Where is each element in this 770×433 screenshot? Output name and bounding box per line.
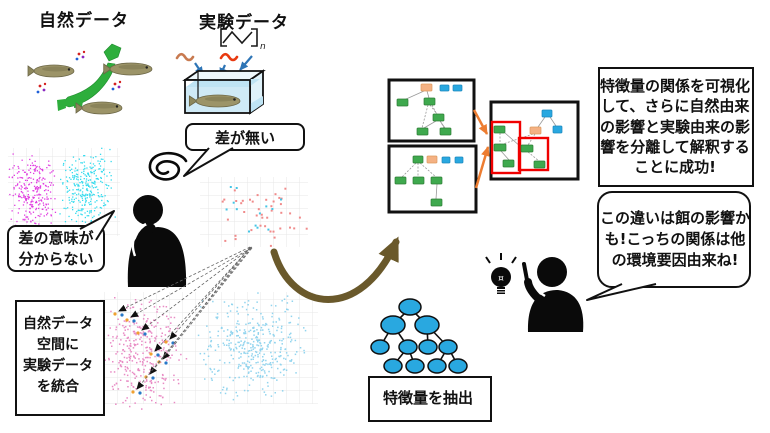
thinking-person-icon	[127, 195, 187, 287]
projection-dashed-arrows	[113, 246, 253, 395]
polymer-subscript: n	[260, 42, 266, 52]
tree-box-experiment	[387, 144, 478, 214]
natural-data-title: 自然データ	[39, 11, 129, 31]
success-box	[598, 67, 754, 187]
scatter-middle-red	[221, 187, 308, 247]
tree-box-natural	[387, 78, 476, 143]
insight-text: この違いは餌の影響かも!こっちの関係は他の環境要因由来ね!	[600, 208, 751, 269]
idea-lightbulb-icon: ¤	[485, 253, 517, 294]
integrate-box	[15, 300, 105, 416]
extract-box	[368, 376, 492, 422]
scatter-middle-cyan	[225, 186, 282, 233]
integrate-text: 自然データ 空間に 実験データ を統合	[23, 316, 93, 395]
worm-icon	[175, 52, 195, 62]
microplastic-dots	[36, 50, 122, 94]
extract-text: 特徴量を抽出	[382, 388, 473, 407]
aquarium-tank-icon	[182, 69, 266, 115]
experiment-data-title: 実験データ	[199, 13, 289, 33]
no-difference-text: 差が無い	[214, 128, 275, 147]
highlight-red-box	[517, 136, 550, 172]
unknown-meaning-text: 差の意味が 分からない	[18, 229, 94, 268]
success-text: 特徴量の関係を可視化して、さらに自然由来の影響と実験由来の影響を分離して解釈する…	[600, 77, 751, 176]
svg-text:¤: ¤	[498, 274, 504, 284]
tsne-cluster-magenta	[8, 153, 57, 232]
japan-map	[57, 43, 122, 111]
tsne-cluster-cyan	[59, 147, 116, 230]
eureka-person-icon	[522, 257, 584, 332]
loach-fish-icon	[75, 101, 123, 115]
decision-tree-icon	[370, 298, 468, 374]
scatter-grid-middle	[200, 177, 308, 247]
merge-arrows-orange	[472, 109, 490, 189]
confusion-spiral-icon	[148, 151, 188, 181]
tree-box-combined	[489, 100, 580, 181]
workflow-curved-arrow	[270, 236, 400, 303]
microplastic-fragment-icon	[219, 52, 239, 62]
loach-fish-icon	[27, 64, 75, 78]
polymer-structure-icon	[220, 28, 258, 47]
scatter-cluster-lightblue	[197, 292, 307, 401]
